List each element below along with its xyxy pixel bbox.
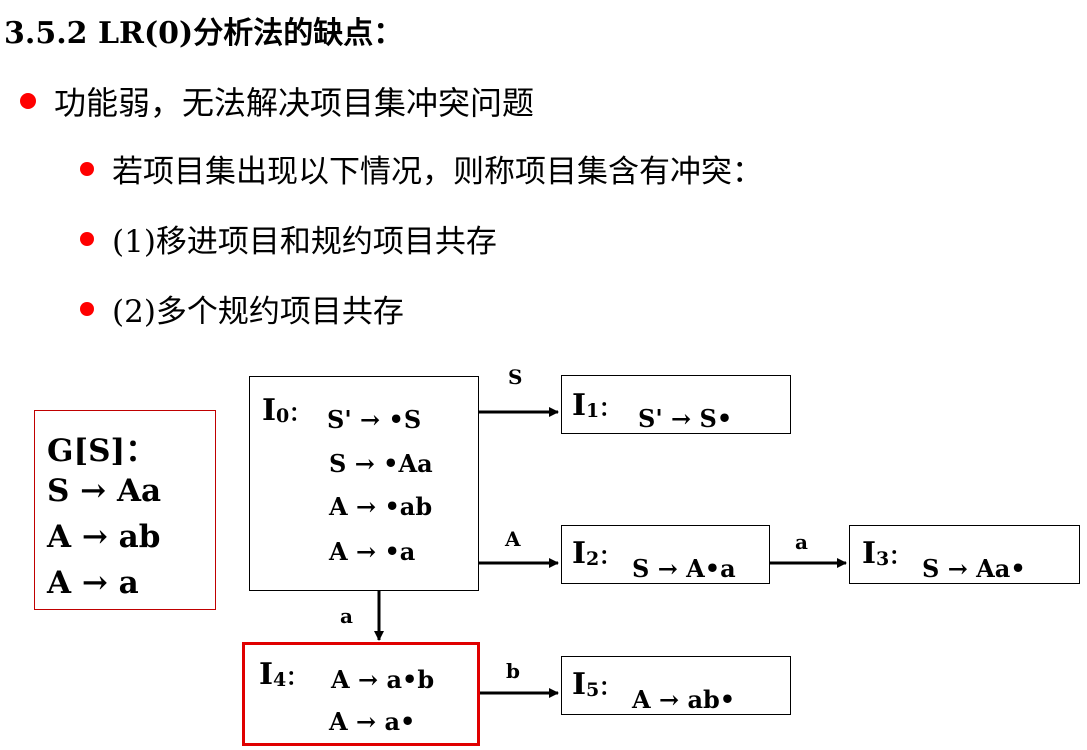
lr-item: A → a•b: [331, 665, 435, 694]
bullet-dot-icon: [80, 301, 94, 316]
state-label: I4：: [259, 657, 307, 692]
bullet-sub-3-text: (2)多个规约项目共存: [112, 294, 404, 330]
state-i3: I3： S → Aa•: [849, 525, 1080, 584]
edge-label-s: S: [508, 365, 523, 389]
bullet-sub-1-text: 若项目集出现以下情况，则称项目集含有冲突：: [112, 154, 763, 190]
lr-item: S' → S•: [638, 404, 733, 433]
state-i4-highlighted: I4： A → a•b A → a•: [242, 642, 480, 746]
lr-item: A → •ab: [329, 492, 433, 521]
bullet-dot-icon: [80, 161, 94, 176]
bullet-sub-3: (2)多个规约项目共存: [80, 286, 404, 331]
bullet-main: 功能弱，无法解决项目集冲突问题: [20, 78, 534, 124]
state-i1: I1： S' → S•: [561, 375, 791, 434]
lr-item: S → Aa•: [922, 554, 1026, 583]
slide-title: 3.5.2 LR(0)分析法的缺点：: [4, 16, 404, 51]
state-label: I5：: [572, 667, 620, 702]
bullet-main-text: 功能弱，无法解决项目集冲突问题: [54, 84, 535, 122]
state-label: I1：: [572, 388, 620, 423]
lr-item: S' → •S: [327, 405, 422, 434]
grammar-rule: S → Aa: [47, 473, 162, 509]
bullet-dot-icon: [80, 231, 94, 246]
edge-label-b: b: [506, 659, 520, 683]
grammar-rule: A → a: [47, 565, 139, 601]
state-i5: I5： A → ab•: [561, 656, 791, 715]
edge-label-a: a: [795, 530, 808, 554]
grammar-box: G[S]： S → Aa A → ab A → a: [34, 410, 216, 610]
state-label: I3：: [862, 536, 910, 571]
bullet-sub-2: (1)移进项目和规约项目共存: [80, 216, 497, 261]
lr-item: A → ab•: [632, 685, 736, 714]
bullet-sub-1: 若项目集出现以下情况，则称项目集含有冲突：: [80, 146, 763, 191]
grammar-rule: A → ab: [47, 519, 161, 555]
state-i0: I0： S' → •S S → •Aa A → •ab A → •a: [249, 376, 479, 591]
state-label: I0：: [262, 393, 310, 428]
lr-item: S → A•a: [632, 554, 736, 583]
state-label: I2：: [572, 536, 620, 571]
edge-label-a: A: [505, 527, 521, 551]
bullet-dot-icon: [20, 93, 36, 109]
bullet-sub-2-text: (1)移进项目和规约项目共存: [112, 224, 497, 260]
lr-item: A → •a: [329, 537, 416, 566]
state-i2: I2： S → A•a: [561, 525, 770, 584]
grammar-header: G[S]：: [47, 433, 157, 469]
edge-label-a: a: [340, 604, 353, 628]
lr-item: S → •Aa: [329, 449, 433, 478]
lr-item: A → a•: [329, 707, 416, 736]
